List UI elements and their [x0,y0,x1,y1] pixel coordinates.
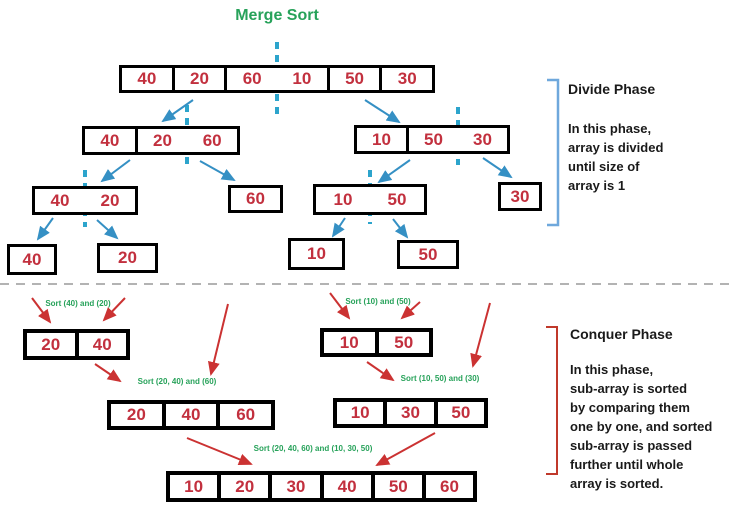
arrow-root-to-left-half [161,99,194,123]
array-single-60: 60 [228,185,283,213]
array-right-pair: 10 50 [313,184,427,215]
array-cell: 10 [184,476,204,496]
divide-phase-line: until size of [568,159,640,174]
arrow-left-pair-to-20 [96,219,119,240]
conquer-phase-description: Conquer Phase [570,326,673,342]
arrow-left-half-to-60 [199,160,236,181]
array-merged-20-40: 20 40 [23,329,130,360]
sort-label-pair-right: Sort (10) and (50) [345,297,411,306]
divide-phase-line: array is 1 [568,178,626,193]
arrow-left-pair-to-40 [36,217,54,241]
array-cell: 10 [333,189,353,209]
array-single-40: 40 [7,244,57,275]
arrow-triple-right-to-final [375,432,436,466]
array-cell: 40 [137,69,157,88]
divide-phase-description: Divide Phase [568,81,655,97]
array-cell: 40 [100,130,120,150]
array-cell: 60 [421,475,473,498]
conquer-phase-body: In this phase, sub-array is sorted by co… [570,360,712,493]
array-cell: 50 [374,332,430,353]
arrow-triple-left-to-final [186,437,253,466]
array-cell: 60 [216,404,271,426]
array-cell: 20 [41,334,61,354]
conquer-phase-line: In this phase, [570,362,654,377]
divide-phase-line: In this phase, [568,121,652,136]
array-cell: 60 [224,68,277,90]
array-cell: 30 [379,68,432,90]
array-cell: 10 [339,332,359,352]
arrow-merge-left-down [94,363,122,383]
array-cell: 20 [100,190,120,210]
array-left-half: 40 20 60 [82,126,240,155]
arrow-30-down-long [470,302,491,368]
array-cell: 40 [161,404,217,426]
array-cell: 50 [406,128,458,151]
arrow-right-half-to-right-pair [377,159,411,184]
array-root: 40 20 60 10 50 30 [119,65,435,93]
array-cell: 10 [372,129,391,149]
page-title: Merge Sort [235,7,319,24]
sort-label-triple-right: Sort (10, 50) and (30) [400,374,480,383]
array-cell: 50 [326,68,380,90]
conquer-phase-bracket [546,326,558,475]
array-left-pair: 40 20 [32,186,138,215]
array-merged-10-30-50: 10 30 50 [333,398,488,428]
array-cell: 40 [74,333,127,356]
array-cell: 50 [433,402,484,424]
array-cell: 50 [370,475,422,498]
conquer-phase-line: sub-array is passed [570,438,693,453]
array-cell: 20 [217,475,268,498]
array-cell: 30 [268,475,319,498]
divide-phase-bracket [547,78,560,227]
array-cell: 30 [473,129,492,149]
array-single-30: 30 [498,182,542,211]
divide-phase-body: In this phase, array is divided until si… [568,119,663,195]
array-cell: 40 [319,475,371,498]
array-right-half: 10 50 30 [354,125,510,154]
arrow-right-pair-to-50 [392,218,409,239]
array-cell: 10 [350,403,370,422]
arrow-60-down-long [208,303,229,376]
conquer-phase-line: further until whole [570,457,684,472]
array-single-20: 20 [97,243,158,273]
array-cell: 40 [22,249,42,269]
array-cell: 20 [126,405,146,424]
array-final-sorted: 10 20 30 40 50 60 [166,471,477,502]
divide-arrows [36,99,513,241]
arrow-right-half-to-30 [482,157,513,179]
array-cell: 20 [118,248,137,267]
array-cell: 50 [387,189,407,209]
array-cell: 20 [134,129,188,152]
arrow-root-to-right-half [364,99,401,124]
conquer-phase-line: by comparing them [570,400,690,415]
arrow-merge-right-down [366,361,395,382]
conquer-phase-line: array is sorted. [570,476,664,491]
array-cell: 30 [383,402,433,424]
divide-phase-line: array is divided [568,140,664,155]
array-cell: 50 [418,244,438,264]
sort-label-triple-left: Sort (20, 40) and (60) [137,377,217,386]
sort-label-final: Sort (20, 40, 60) and (10, 30, 50) [253,444,373,453]
array-merged-10-50: 10 50 [320,328,433,357]
conquer-phase-line: one by one, and sorted [570,419,713,434]
divide-phase-heading: Divide Phase [568,81,656,97]
arrow-right-pair-to-10 [331,217,346,238]
arrow-left-half-to-left-pair [100,159,131,183]
array-cell: 40 [50,190,70,210]
array-single-10: 10 [288,238,345,270]
array-cell: 10 [292,69,312,88]
array-single-50: 50 [397,240,459,269]
conquer-phase-line: sub-array is sorted [570,381,688,396]
array-cell: 10 [307,244,326,263]
sort-label-pair-left: Sort (40) and (20) [45,299,111,308]
array-merged-20-40-60: 20 40 60 [107,400,275,430]
array-cell: 20 [171,68,225,90]
array-cell: 60 [202,130,222,150]
conquer-phase-heading: Conquer Phase [570,326,673,342]
array-cell: 30 [510,186,530,206]
array-cell: 60 [246,189,265,208]
